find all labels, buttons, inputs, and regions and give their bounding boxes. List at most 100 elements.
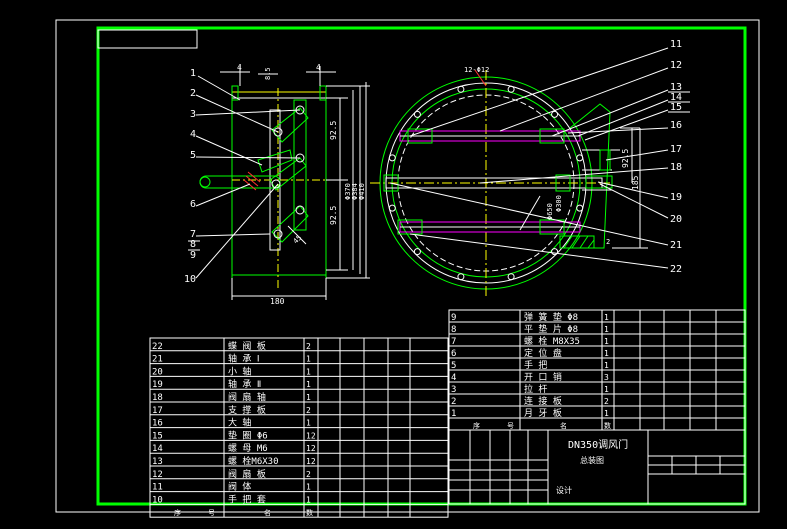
right-callout-leaders (389, 47, 690, 269)
bom-row-qty: 12 (306, 431, 316, 440)
bom-row: 17 支 撑 板 2 (152, 404, 311, 416)
bom-row-no: 16 (152, 419, 163, 429)
bolt-hole (576, 154, 584, 162)
title-block-text: DN350调风门 总装图 设计 (556, 438, 628, 495)
bom-row-name: 大 轴 (228, 417, 251, 429)
bom-row-no: 17 (152, 406, 163, 416)
bolt-hole (576, 204, 584, 212)
title-block (448, 429, 746, 505)
bom-row-no: 12 (152, 470, 163, 480)
dim-bottom-width: 180 (270, 297, 285, 306)
bom-row-name: 开 口 销 (524, 371, 562, 383)
bom-row-no: 4 (451, 373, 456, 383)
bom-row-qty: 1 (604, 325, 609, 334)
dim-front-92-5: 92.5 (621, 149, 630, 168)
bom-row: 16 大 轴 1 (152, 417, 311, 429)
bom-row-no: 3 (451, 385, 456, 395)
bom-header-cell: 名 (264, 508, 271, 517)
bolt-hole (551, 248, 559, 256)
callout-left-2: 2 (190, 88, 196, 99)
bom-row-no: 13 (152, 457, 163, 467)
drawing-title: DN350调风门 (568, 438, 628, 451)
callout-right-20: 20 (670, 214, 682, 225)
bom-header-cell: 数 (604, 421, 611, 430)
callout-left-9: 9 (190, 250, 196, 261)
bom-row: 4 开 口 销 3 (451, 371, 609, 383)
dim-top-small: 8.5 (264, 67, 272, 80)
bolt-hole (507, 273, 515, 281)
bom-row-name: 支 撑 板 (228, 404, 266, 416)
right-callouts: 11 12 13 14 15 16 17 18 19 20 21 22 (670, 39, 682, 275)
bom-row-qty: 1 (306, 483, 311, 492)
drawing-subtitle: 总装图 (580, 455, 604, 465)
bom-row-qty: 2 (604, 397, 609, 406)
bom-row-name: 小 轴 (228, 365, 251, 377)
callout-right-13: 13 (670, 82, 682, 93)
callout-right-19: 19 (670, 192, 682, 203)
bom-row-no: 6 (451, 349, 456, 359)
bom-row-qty: 1 (604, 409, 609, 418)
bom-row-qty: 1 (306, 367, 311, 376)
bolt-hole (507, 85, 515, 93)
bom-row-qty: 2 (306, 406, 311, 415)
bom-row-no: 9 (451, 313, 456, 323)
front-view-dimensions: 12-Φ12 92.5 185 Φ650 Φ300 2 (464, 66, 640, 246)
bom-row: 20 小 轴 1 (152, 365, 311, 377)
bom-row-name: 轴 承 Ⅱ (228, 378, 261, 390)
left-callout-leaders (188, 75, 301, 279)
callout-left-1: 1 (190, 68, 196, 79)
bom-row-no: 1 (451, 409, 456, 419)
bom-row-name: 螺 母 M6 (228, 443, 268, 454)
designer-label: 设计 (556, 485, 572, 495)
bom-row-qty: 1 (306, 419, 311, 428)
dim-angle: 45 (292, 234, 304, 246)
dim-dia-384: Φ384 (351, 183, 359, 200)
dim-dia-370: Φ370 (344, 183, 352, 200)
bom-row-no: 19 (152, 380, 163, 390)
bom-row-name: 螺 栓M6X30 (228, 455, 279, 467)
bom-row-no: 8 (451, 325, 456, 335)
callout-right-11: 11 (670, 39, 682, 50)
bom-row-no: 18 (152, 393, 163, 403)
dim-bolt-holes: 12-Φ12 (464, 66, 489, 74)
dim-top-right: 4 (316, 63, 321, 72)
dim-right-92-5-top: 92.5 (329, 121, 338, 140)
callout-left-5: 5 (190, 150, 196, 161)
bom-row-qty: 1 (604, 313, 609, 322)
bom-row-no: 20 (152, 367, 163, 377)
dim-front-650: Φ650 (546, 203, 554, 220)
bom-row-name: 阀 扇 板 (228, 468, 266, 480)
bom-header-cell: 序 (473, 421, 480, 430)
bom-row-name: 拉 杆 (524, 383, 547, 395)
dim-dia-410: Φ410 (358, 183, 366, 200)
bom-row-no: 22 (152, 342, 163, 352)
dim-front-300: Φ300 (555, 195, 563, 212)
bom-row-name: 手 把 套 (228, 493, 266, 505)
callout-right-12: 12 (670, 60, 682, 71)
callout-left-10: 10 (184, 274, 196, 285)
bom-row-name: 弹 簧 垫 Φ8 (524, 311, 578, 323)
callout-right-22: 22 (670, 264, 682, 275)
dim-front-185: 185 (631, 175, 640, 190)
bom-row-qty: 1 (604, 349, 609, 358)
bom-row-qty: 3 (604, 373, 609, 382)
bom-row-qty: 1 (604, 385, 609, 394)
bom-row-no: 5 (451, 361, 456, 371)
bom-row-qty: 1 (604, 361, 609, 370)
callout-left-8: 8 (190, 239, 196, 250)
bom-row-qty: 1 (306, 355, 311, 364)
